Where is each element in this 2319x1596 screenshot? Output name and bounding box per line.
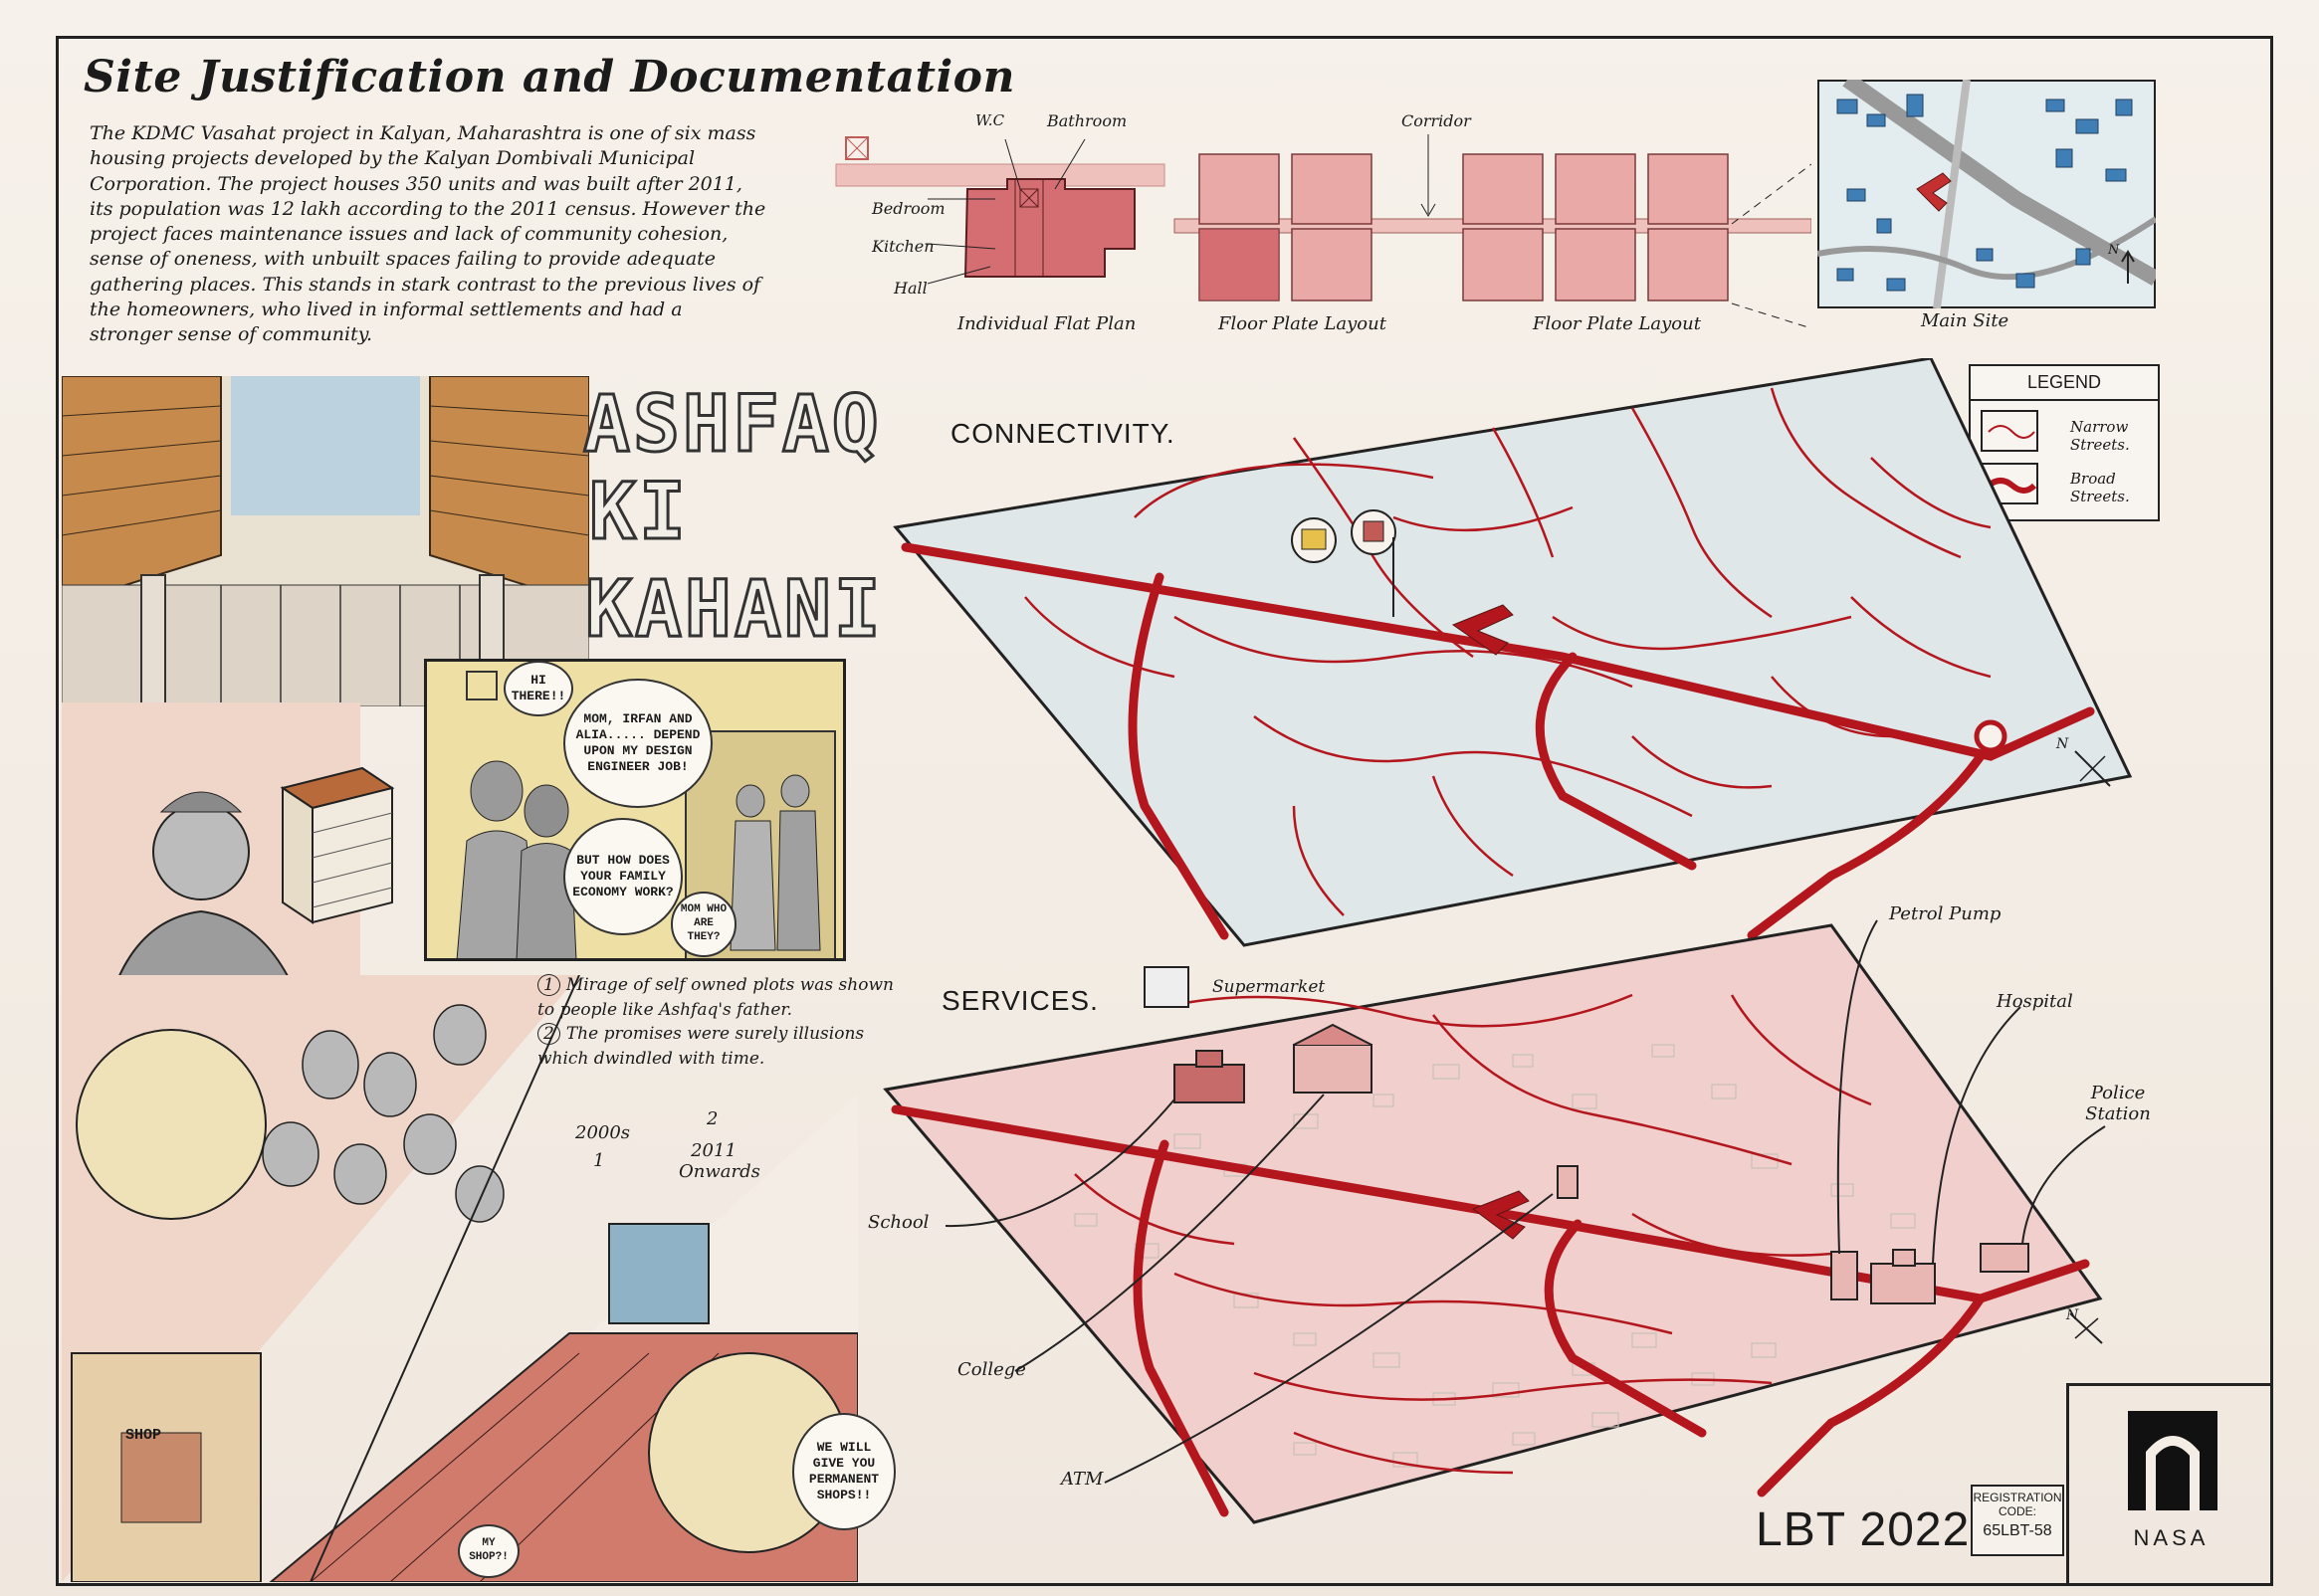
connectivity-map [893,358,2133,947]
label-petrol-pump: Petrol Pump [1889,903,2002,924]
legend-swatches [1981,410,2038,504]
label-wc: W.C [975,111,1005,129]
legend-heading: LEGEND [1971,366,2158,401]
legend-broad: Broad Streets. [2070,470,2130,505]
legend-narrow: Narrow Streets. [2070,418,2130,454]
registration-label: REGISTRATION CODE: [1973,1491,2062,1518]
housing-street-panel [62,376,589,706]
note-1-num: 1 [537,974,560,996]
bubble-how-economy: BUT HOW DOES YOUR FAMILY ECONOMY WORK? [563,818,683,935]
comic-title-kahani: KAHANI [584,564,884,657]
label-corridor: Corridor [1401,111,1471,130]
label-school: School [868,1212,930,1233]
label-hospital: Hospital [1997,991,2073,1012]
intro-paragraph: The KDMC Vasahat project in Kalyan, Maha… [90,122,766,346]
era-2011: 2011 Onwards [679,1140,760,1182]
caption-individual-flat-plan: Individual Flat Plan [957,313,1137,334]
connectivity-heading: CONNECTIVITY. [950,418,1175,449]
label-college: College [957,1359,1026,1380]
bubble-mom-depend: MOM, IRFAN AND ALIA..... DEPEND UPON MY … [563,679,713,808]
era-2011-num: 2 [707,1108,719,1129]
caption-main-site: Main Site [1921,310,2009,331]
label-supermarket: Supermarket [1212,977,1326,997]
plan-drawings [835,134,1811,329]
sheet-border [56,36,2273,1586]
services-heading: SERVICES. [942,985,1099,1016]
connectivity-north: N [2056,736,2069,752]
label-hall: Hall [894,279,928,298]
registration-box: REGISTRATION CODE: 65LBT-58 [1971,1485,2064,1556]
main-site-north: N [2108,243,2120,258]
note-2-text: The promises were surely illusions which… [537,1024,865,1069]
logo-box: NASA [2066,1383,2273,1586]
college-building [1293,1023,1372,1094]
bubble-who-are-they: MOM WHO ARE THEY? [671,892,737,957]
nasa-logo-icon [2128,1411,2217,1510]
services-map [883,923,2103,1524]
services-north: N [2066,1307,2079,1323]
main-site-map [1817,80,2156,308]
shop-sign: SHOP [125,1427,162,1444]
page-title: Site Justification and Documentation [84,52,1016,102]
crowd-and-eras [62,975,858,1582]
label-police-station: Police Station [2085,1083,2151,1124]
label-kitchen: Kitchen [872,237,935,256]
tower-illustration [280,766,395,924]
bubble-my-shop: MY SHOP?! [458,1524,520,1578]
comic-title-ki: KI [588,467,689,559]
label-bathroom: Bathroom [1047,111,1128,130]
note-1-text: Mirage of self owned plots was shown to … [537,975,894,1020]
note-2-num: 2 [537,1023,560,1046]
caption-floor-plate-1: Floor Plate Layout [1218,313,1386,334]
logo-text: NASA [2133,1525,2210,1550]
street-legend: LEGEND Narrow Streets. Broad Streets. [1969,364,2160,521]
era-2000s-num: 1 [593,1150,605,1171]
comic-title-ashfaq: ASHFAQ [582,379,882,472]
bubble-hi-there: HI THERE!! [504,661,573,716]
label-bedroom: Bedroom [872,199,946,218]
caption-floor-plate-2: Floor Plate Layout [1533,313,1701,334]
registration-code: 65LBT-58 [1983,1522,2052,1539]
bubble-permanent-shops: WE WILL GIVE YOU PERMANENT SHOPS!! [792,1413,896,1530]
era-2000s: 2000s [575,1122,631,1143]
label-atm: ATM [1061,1469,1104,1490]
